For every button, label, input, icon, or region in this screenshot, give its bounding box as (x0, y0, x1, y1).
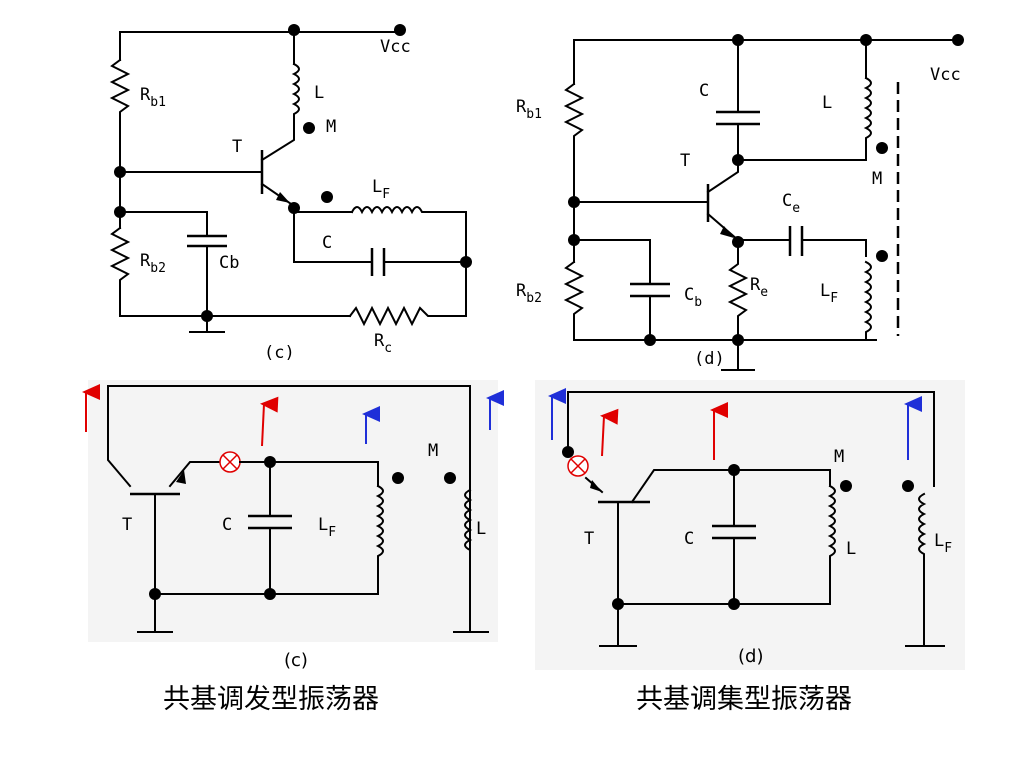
component-label: R (516, 97, 527, 117)
t-label: T (232, 137, 242, 157)
component-label: M (834, 447, 844, 467)
component-label: b2 (150, 261, 166, 276)
component-label: F (328, 525, 336, 540)
component-label: Rb1 (140, 85, 166, 110)
component-label: LF (318, 515, 336, 540)
component-label: Ce (782, 191, 800, 216)
l-label: L (314, 83, 324, 103)
component-label: C (684, 285, 694, 305)
component-label: (d) (738, 646, 763, 667)
component-label: R (140, 85, 151, 105)
component-label: L (934, 531, 944, 551)
panel-d-top-circuit: Vcc Rb1 Rb2 C L T M Ce Cb Re LF (d) (516, 34, 964, 371)
vcc-label: Vcc (380, 37, 411, 57)
c-label: C (322, 233, 332, 253)
component-label: F (944, 541, 952, 556)
component-label: Rb2 (140, 251, 166, 276)
lf-inductor (350, 206, 467, 317)
red-current-arrow (260, 396, 279, 447)
component-label: M (428, 441, 438, 461)
component-label: LF (820, 281, 838, 306)
component-label: LF (372, 177, 390, 202)
component-label: b1 (150, 95, 166, 110)
rb2-resistor (109, 226, 131, 317)
panel-c-bottom-circuit: T C LF M L (c) 共基调发型振荡器 (82, 384, 504, 715)
panel-c-top-circuit: Vcc Rb1 Rb2 L M T LF C Cb Rc (c) (109, 24, 472, 363)
rb1-resistor-d (563, 82, 585, 241)
lf-coil-bottom (154, 484, 384, 595)
rb1-resistor (109, 58, 131, 173)
component-label: (d) (694, 349, 725, 369)
panel-d-bottom-circuit: T C M L LF (d) 共基调集型振荡器 (548, 388, 952, 715)
component-label: (c) (284, 650, 308, 671)
component-label: T (584, 529, 594, 549)
rb2-resistor-d (563, 260, 585, 341)
component-label: b (694, 295, 702, 310)
component-label: R (750, 275, 761, 295)
component-label: Vcc (930, 65, 961, 85)
component-label: LF (934, 531, 952, 556)
component-label: R (374, 331, 385, 351)
component-label: L (476, 519, 486, 539)
component-label: M (872, 169, 882, 189)
component-label: L (846, 539, 856, 559)
panel-c-bottom-background (88, 380, 498, 642)
component-label: R (140, 251, 151, 271)
m-label: M (326, 117, 336, 137)
component-label: L (820, 281, 830, 301)
component-label: Cb (684, 285, 702, 310)
component-label: F (382, 187, 390, 202)
component-label: C (222, 515, 232, 535)
l-inductor (291, 62, 300, 125)
panel-c-top-caption: (c) (264, 343, 295, 363)
component-label: F (830, 291, 838, 306)
component-label: e (760, 285, 768, 300)
component-label: L (318, 515, 328, 535)
cb-label: Cb (219, 253, 239, 273)
component-label: C (782, 191, 792, 211)
title-common-base-tuned-emitter: 共基调发型振荡器 (163, 684, 379, 715)
component-label: Rb2 (516, 281, 542, 306)
component-label: T (122, 515, 132, 535)
title-common-base-tuned-collector: 共基调集型振荡器 (636, 684, 852, 715)
component-label: T (680, 151, 690, 171)
component-label: R (516, 281, 527, 301)
c-capacitor (370, 248, 386, 276)
component-label: b2 (526, 291, 542, 306)
component-label: L (372, 177, 382, 197)
cb-capacitor (187, 234, 227, 248)
component-label: c (384, 341, 392, 356)
component-label: C (699, 81, 709, 101)
component-label: L (822, 93, 832, 113)
component-label: C (684, 529, 694, 549)
component-label: Rb1 (516, 97, 542, 122)
component-label: Re (750, 275, 768, 300)
component-label: b1 (526, 107, 542, 122)
rc-resistor (348, 305, 467, 327)
l-coil-bottom (464, 488, 473, 557)
component-label: Rc (374, 331, 392, 356)
component-label: e (792, 201, 800, 216)
